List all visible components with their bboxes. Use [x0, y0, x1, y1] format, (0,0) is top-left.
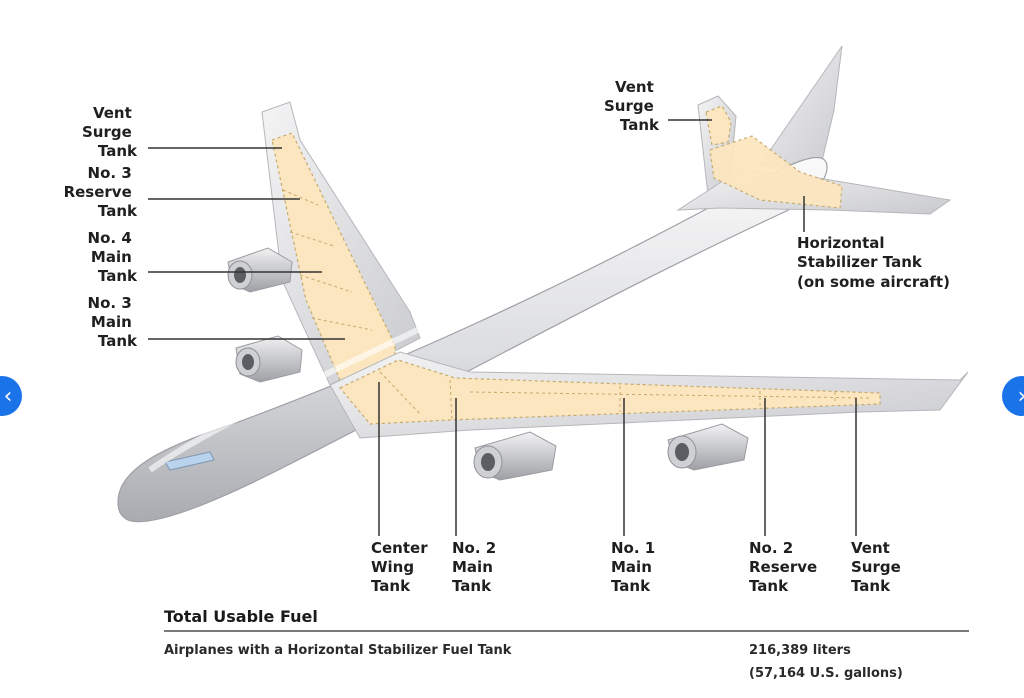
fuel-summary-row-label: Airplanes with a Horizontal Stabilizer F…	[164, 643, 512, 658]
left-engines	[227, 247, 303, 383]
horizontal-stabilizer	[676, 135, 952, 215]
label-no2-main-tank: No. 2 Main Tank	[452, 539, 501, 595]
previous-slide-button[interactable]: ‹	[0, 376, 22, 416]
fuselage	[117, 156, 828, 523]
label-left-vent-surge-tank: Vent Surge Tank	[82, 104, 138, 160]
tail-vent-surge-tank-area	[705, 105, 732, 146]
right-wing-tank-area	[339, 359, 881, 425]
chevron-right-icon: ›	[1018, 384, 1024, 409]
next-slide-button[interactable]: ›	[1002, 376, 1024, 416]
label-no3-main-tank: No. 3 Main Tank	[88, 294, 138, 350]
label-no2-reserve-tank: No. 2 Reserve Tank	[749, 539, 822, 595]
label-no4-main-tank: No. 4 Main Tank	[88, 229, 138, 285]
label-no3-reserve-tank: No. 3 Reserve Tank	[64, 164, 138, 220]
right-engines	[473, 423, 749, 481]
label-horizontal-stabilizer-tank: Horizontal Stabilizer Tank (on some airc…	[797, 234, 950, 291]
label-no1-main-tank: No. 1 Main Tank	[611, 539, 660, 595]
fuel-summary-liters: 216,389 liters	[749, 643, 851, 658]
fuel-summary-title: Total Usable Fuel	[164, 607, 318, 626]
fuel-summary-gallons: (57,164 U.S. gallons)	[749, 666, 903, 681]
label-right-vent-surge-tank: Vent Surge Tank	[851, 539, 906, 595]
label-tail-vent-surge-tank: Vent Surge Tank	[604, 78, 660, 134]
label-center-wing-tank: Center Wing Tank	[371, 539, 433, 595]
left-wing	[261, 101, 421, 386]
horizontal-stabilizer-tank-area	[709, 135, 843, 209]
right-wing	[329, 351, 969, 439]
leader-lines	[148, 119, 857, 536]
chevron-left-icon: ‹	[3, 383, 13, 409]
fuel-summary-divider	[164, 630, 969, 632]
